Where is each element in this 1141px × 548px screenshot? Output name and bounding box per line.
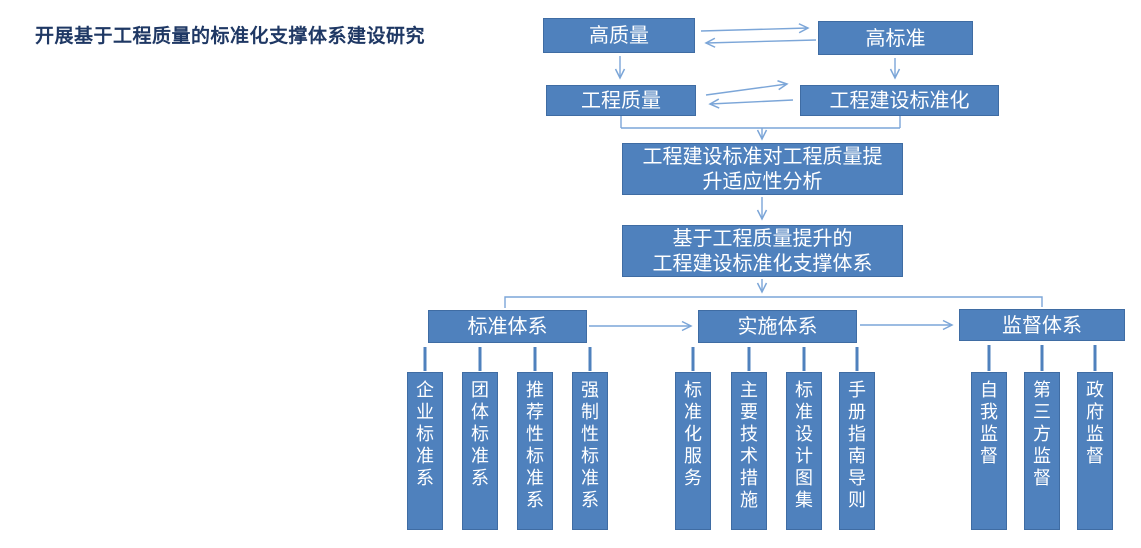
tick-standard-children (423, 347, 592, 371)
vertical-label: 标准设计图集 (795, 380, 813, 511)
node-adaptability-analysis: 工程建设标准对工程质量提 升适应性分析 (622, 143, 903, 195)
node-project-quality: 工程质量 (546, 85, 696, 116)
node-government-supervision: 政府监督 (1077, 372, 1113, 530)
node-high-standard: 高标准 (818, 21, 973, 55)
node-manual-guideline: 手册指南导则 (839, 372, 875, 530)
node-group-standard: 团体标准系 (462, 372, 498, 530)
node-support-system: 基于工程质量提升的 工程建设标准化支撑体系 (622, 225, 903, 277)
node-enterprise-standard: 企业标准系 (407, 372, 443, 530)
node-mandatory-standard: 强制性标准系 (572, 372, 608, 530)
node-third-party-supervision: 第三方监督 (1024, 372, 1060, 530)
vertical-label: 推荐性标准系 (526, 380, 544, 511)
vertical-label: 自我监督 (980, 380, 998, 467)
vertical-label: 标准化服务 (684, 380, 702, 489)
node-supervision-system: 监督体系 (959, 309, 1125, 341)
node-recommended-standard: 推荐性标准系 (517, 372, 553, 530)
node-standard-design-atlas: 标准设计图集 (786, 372, 822, 530)
node-self-supervision: 自我监督 (971, 372, 1007, 530)
node-implementation-system: 实施体系 (698, 310, 857, 343)
node-high-quality: 高质量 (543, 18, 695, 53)
vertical-label: 团体标准系 (471, 380, 489, 489)
vertical-label: 第三方监督 (1033, 380, 1051, 489)
vertical-label: 强制性标准系 (581, 380, 599, 511)
merge-bracket (620, 116, 901, 129)
branch-bracket (504, 296, 1043, 308)
tick-supervision-children (987, 345, 1097, 371)
node-main-technical-measures: 主要技术措施 (731, 372, 767, 530)
tick-implementation-children (691, 347, 859, 371)
vertical-label: 企业标准系 (416, 380, 434, 489)
node-construction-standardization: 工程建设标准化 (800, 85, 999, 116)
arrow-high-quality-to-high-standard (700, 23, 810, 34)
arrow-standardization-to-quality (708, 98, 794, 109)
node-standard-system: 标准体系 (428, 310, 587, 343)
vertical-label: 主要技术措施 (740, 380, 758, 511)
node-standardization-service: 标准化服务 (675, 372, 711, 530)
vertical-label: 政府监督 (1086, 380, 1104, 467)
vertical-label: 手册指南导则 (848, 380, 866, 511)
arrow-high-standard-to-high-quality (704, 37, 817, 48)
arrow-quality-to-standardization (705, 80, 789, 96)
page-title: 开展基于工程质量的标准化支撑体系建设研究 (35, 25, 426, 47)
